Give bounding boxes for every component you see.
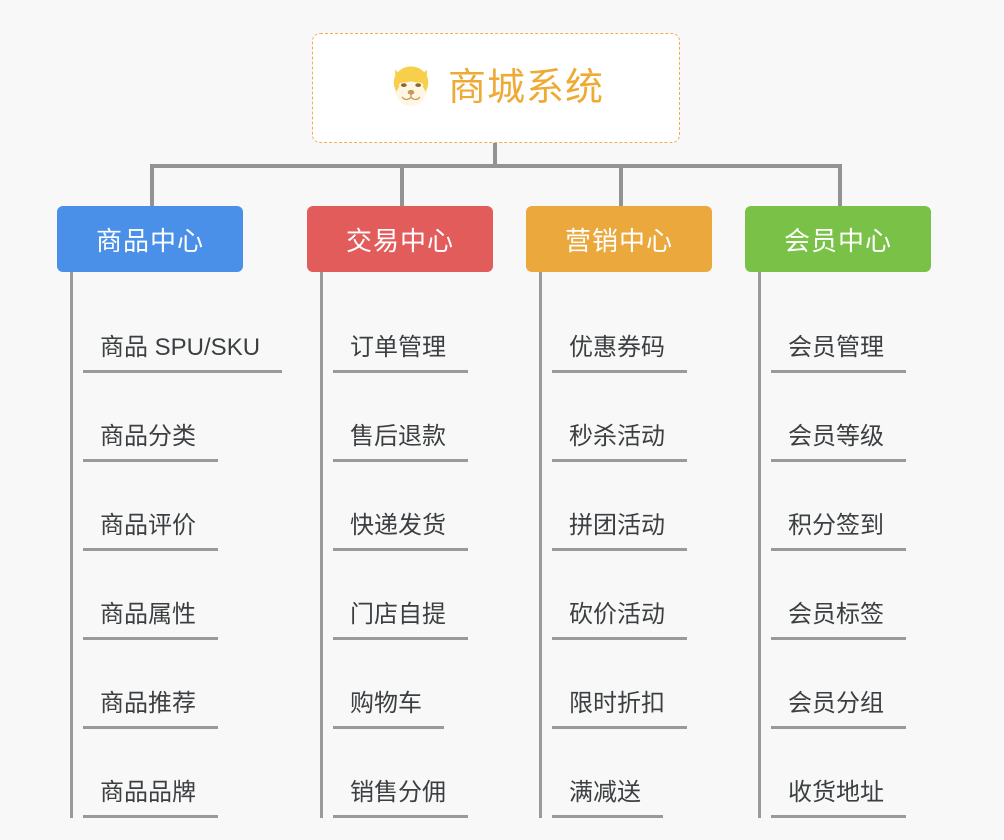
trunk-drop-connector-2 — [400, 164, 404, 208]
leaf-item-label: 优惠券码 — [569, 334, 665, 361]
shiba-dog-face-icon — [393, 66, 429, 106]
leaf-item[interactable]: 购物车 — [320, 640, 493, 729]
leaf-item-rule — [771, 815, 906, 818]
leaf-item-label: 销售分佣 — [350, 779, 446, 806]
leaf-item[interactable]: 商品分类 — [70, 373, 243, 462]
leaf-item-rule — [771, 637, 906, 640]
leaf-item[interactable]: 砍价活动 — [539, 551, 712, 640]
leaf-spine-connector-3 — [539, 272, 542, 818]
leaf-item-label: 订单管理 — [350, 334, 446, 361]
leaf-item-label: 秒杀活动 — [569, 423, 665, 450]
leaf-item-label: 满减送 — [569, 779, 641, 806]
leaf-item-rule — [552, 370, 687, 373]
root-node[interactable]: 商城系统 — [312, 33, 680, 143]
leaf-item[interactable]: 售后退款 — [320, 373, 493, 462]
leaf-item-rule — [333, 370, 468, 373]
leaf-item-label: 商品品牌 — [100, 779, 196, 806]
leaf-item-rule — [83, 370, 282, 373]
trunk-drop-connector-4 — [838, 164, 842, 208]
leaf-item-rule — [552, 637, 687, 640]
trunk-stem-connector — [493, 143, 497, 166]
leaf-item[interactable]: 积分签到 — [758, 462, 931, 551]
leaf-item-label: 会员分组 — [788, 690, 884, 717]
leaf-item-label: 快递发货 — [350, 512, 446, 539]
leaf-item[interactable]: 会员标签 — [758, 551, 931, 640]
leaf-item-label: 商品分类 — [100, 423, 196, 450]
leaf-item-label: 砍价活动 — [569, 601, 665, 628]
leaf-item-label: 商品推荐 — [100, 690, 196, 717]
leaf-item-rule — [333, 459, 468, 462]
branch-header-4[interactable]: 会员中心 — [745, 206, 931, 272]
leaf-list-4: 会员管理会员等级积分签到会员标签会员分组收货地址 — [745, 272, 931, 818]
leaf-item[interactable]: 商品属性 — [70, 551, 243, 640]
leaf-spine-connector-4 — [758, 272, 761, 818]
leaf-item-rule — [552, 548, 687, 551]
leaf-item-rule — [83, 637, 218, 640]
leaf-item-rule — [771, 726, 906, 729]
leaf-item[interactable]: 满减送 — [539, 729, 712, 818]
branch-header-2[interactable]: 交易中心 — [307, 206, 493, 272]
leaf-item[interactable]: 拼团活动 — [539, 462, 712, 551]
leaf-item-rule — [83, 548, 218, 551]
leaf-item[interactable]: 会员等级 — [758, 373, 931, 462]
branch-column-2: 交易中心订单管理售后退款快递发货门店自提购物车销售分佣 — [307, 206, 493, 818]
leaf-item-label: 售后退款 — [350, 423, 446, 450]
leaf-item[interactable]: 商品评价 — [70, 462, 243, 551]
leaf-item-rule — [83, 726, 218, 729]
leaf-spine-connector-2 — [320, 272, 323, 818]
leaf-item[interactable]: 秒杀活动 — [539, 373, 712, 462]
leaf-item[interactable]: 商品 SPU/SKU — [70, 284, 282, 373]
branch-column-1: 商品中心商品 SPU/SKU 商品分类商品评价商品属性商品推荐商品品牌 — [57, 206, 282, 818]
leaf-item-rule — [771, 370, 906, 373]
branch-header-1[interactable]: 商品中心 — [57, 206, 243, 272]
leaf-item-label: 会员标签 — [788, 601, 884, 628]
trunk-drop-connector-1 — [150, 164, 154, 208]
leaf-item-label: 拼团活动 — [569, 512, 665, 539]
leaf-item-label: 积分签到 — [788, 512, 884, 539]
leaf-item-rule — [333, 548, 468, 551]
leaf-item-label: 商品 SPU/SKU — [100, 334, 261, 361]
leaf-item-rule — [771, 459, 906, 462]
leaf-item[interactable]: 快递发货 — [320, 462, 493, 551]
leaf-item-label: 购物车 — [350, 690, 422, 717]
trunk-drop-connector-3 — [619, 164, 623, 208]
branch-header-3[interactable]: 营销中心 — [526, 206, 712, 272]
leaf-item-label: 门店自提 — [350, 601, 446, 628]
leaf-item-rule — [552, 726, 687, 729]
branch-column-3: 营销中心优惠券码秒杀活动拼团活动砍价活动限时折扣满减送 — [526, 206, 712, 818]
leaf-item-rule — [83, 815, 218, 818]
leaf-item-rule — [333, 815, 468, 818]
leaf-item-rule — [552, 459, 687, 462]
leaf-item[interactable]: 门店自提 — [320, 551, 493, 640]
leaf-list-2: 订单管理售后退款快递发货门店自提购物车销售分佣 — [307, 272, 493, 818]
leaf-item-rule — [333, 726, 444, 729]
leaf-item-rule — [83, 459, 218, 462]
leaf-spine-connector-1 — [70, 272, 73, 818]
leaf-item-rule — [552, 815, 663, 818]
leaf-item[interactable]: 限时折扣 — [539, 640, 712, 729]
leaf-item[interactable]: 商品推荐 — [70, 640, 243, 729]
leaf-item-label: 收货地址 — [788, 779, 884, 806]
leaf-item-rule — [771, 548, 906, 551]
leaf-item[interactable]: 收货地址 — [758, 729, 931, 818]
trunk-bus-connector — [150, 164, 840, 168]
leaf-item[interactable]: 订单管理 — [320, 284, 493, 373]
leaf-item-label: 商品评价 — [100, 512, 196, 539]
root-title: 商城系统 — [447, 67, 604, 109]
leaf-item-label: 限时折扣 — [569, 690, 665, 717]
leaf-list-1: 商品 SPU/SKU 商品分类商品评价商品属性商品推荐商品品牌 — [57, 272, 282, 818]
leaf-list-3: 优惠券码秒杀活动拼团活动砍价活动限时折扣满减送 — [526, 272, 712, 818]
leaf-item[interactable]: 商品品牌 — [70, 729, 243, 818]
leaf-item[interactable]: 会员管理 — [758, 284, 931, 373]
leaf-item[interactable]: 优惠券码 — [539, 284, 712, 373]
leaf-item-label: 商品属性 — [100, 601, 196, 628]
branch-column-4: 会员中心会员管理会员等级积分签到会员标签会员分组收货地址 — [745, 206, 931, 818]
leaf-item[interactable]: 会员分组 — [758, 640, 931, 729]
leaf-item-label: 会员管理 — [788, 334, 884, 361]
leaf-item-rule — [333, 637, 468, 640]
leaf-item[interactable]: 销售分佣 — [320, 729, 493, 818]
leaf-item-label: 会员等级 — [788, 423, 884, 450]
